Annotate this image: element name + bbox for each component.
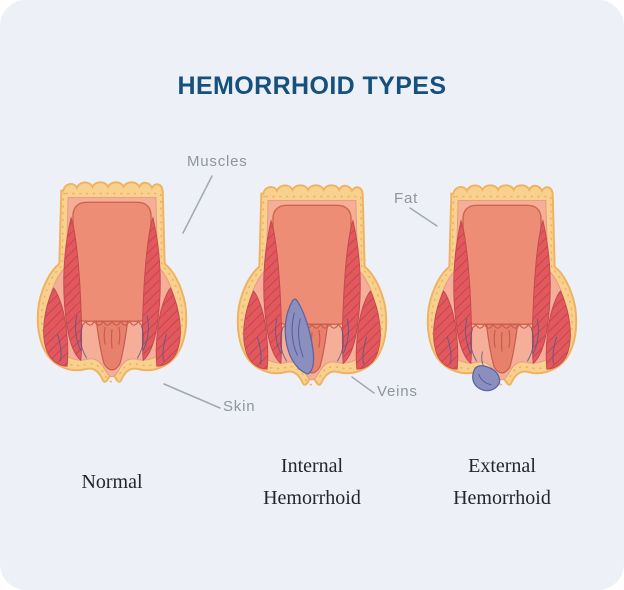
internal-hemorrhoid-diagram: [236, 184, 388, 386]
normal-anatomy-diagram: [36, 181, 188, 383]
fat-label: Fat: [394, 190, 419, 207]
muscles-label: Muscles: [187, 153, 248, 170]
external-hemorrhoid-mass: [472, 365, 501, 392]
caption-line: Hemorrhoid: [453, 487, 551, 509]
caption-line: Hemorrhoid: [263, 487, 361, 509]
veins-label: Veins: [377, 383, 418, 400]
caption-line: External: [468, 455, 536, 477]
external-hemorrhoid-diagram: [426, 184, 578, 392]
caption-line: Normal: [81, 471, 143, 493]
caption-normal: Normal: [27, 466, 197, 498]
internal-hemorrhoid-veins: [291, 312, 304, 358]
external-hemorrhoid-veins: [478, 373, 492, 386]
caption-internal-hemorrhoid: Internal Hemorrhoid: [227, 450, 397, 514]
internal-hemorrhoid-mass: [284, 298, 315, 375]
caption-line: Internal: [280, 455, 344, 477]
caption-external-hemorrhoid: External Hemorrhoid: [417, 450, 587, 514]
skin-label: Skin: [223, 398, 256, 415]
page-title: HEMORRHOID TYPES: [177, 72, 447, 100]
